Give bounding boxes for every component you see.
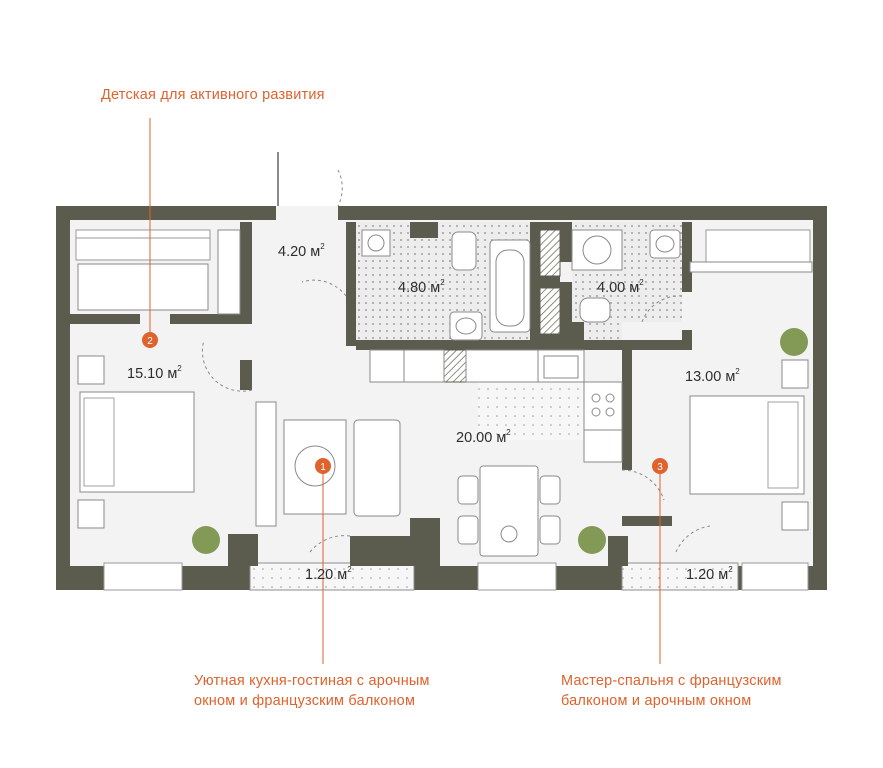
- area-hall: 4.20 м2: [278, 242, 325, 260]
- balcony-left: [249, 562, 415, 591]
- svg-text:1: 1: [320, 462, 326, 473]
- window-right: [741, 562, 809, 591]
- svg-text:2: 2: [147, 336, 153, 347]
- marker-3[interactable]: 3: [652, 458, 668, 474]
- area-wc: 4.00 м2: [597, 278, 644, 296]
- area-master: 13.00 м2: [685, 367, 740, 385]
- window-center: [477, 562, 557, 591]
- window-left: [103, 562, 183, 591]
- callout-master-line1: Мастер-спальня с французским: [561, 673, 782, 689]
- callout-master: Мастер-спальня с французским балконом и …: [561, 671, 782, 711]
- marker-1[interactable]: 1: [315, 458, 331, 474]
- kitchen-floor: [478, 380, 584, 440]
- area-kids: 15.10 м2: [127, 364, 182, 382]
- callout-living-line1: Уютная кухня-гостиная с арочным: [194, 673, 430, 689]
- callout-living: Уютная кухня-гостиная с арочным окном и …: [194, 671, 430, 711]
- callout-living-line2: окном и французским балконом: [194, 693, 416, 709]
- area-living: 20.00 м2: [456, 428, 511, 446]
- callout-master-line2: балконом и арочным окном: [561, 693, 752, 709]
- svg-text:3: 3: [657, 462, 663, 473]
- area-balcony-left: 1.20 м2: [305, 565, 352, 583]
- area-bath: 4.80 м2: [398, 278, 445, 296]
- wall-kids-right: [240, 222, 252, 322]
- callout-kids: Детская для активного развития: [101, 87, 325, 103]
- area-balcony-right: 1.20 м2: [686, 565, 733, 583]
- balcony-right: [621, 562, 739, 591]
- marker-2[interactable]: 2: [142, 332, 158, 348]
